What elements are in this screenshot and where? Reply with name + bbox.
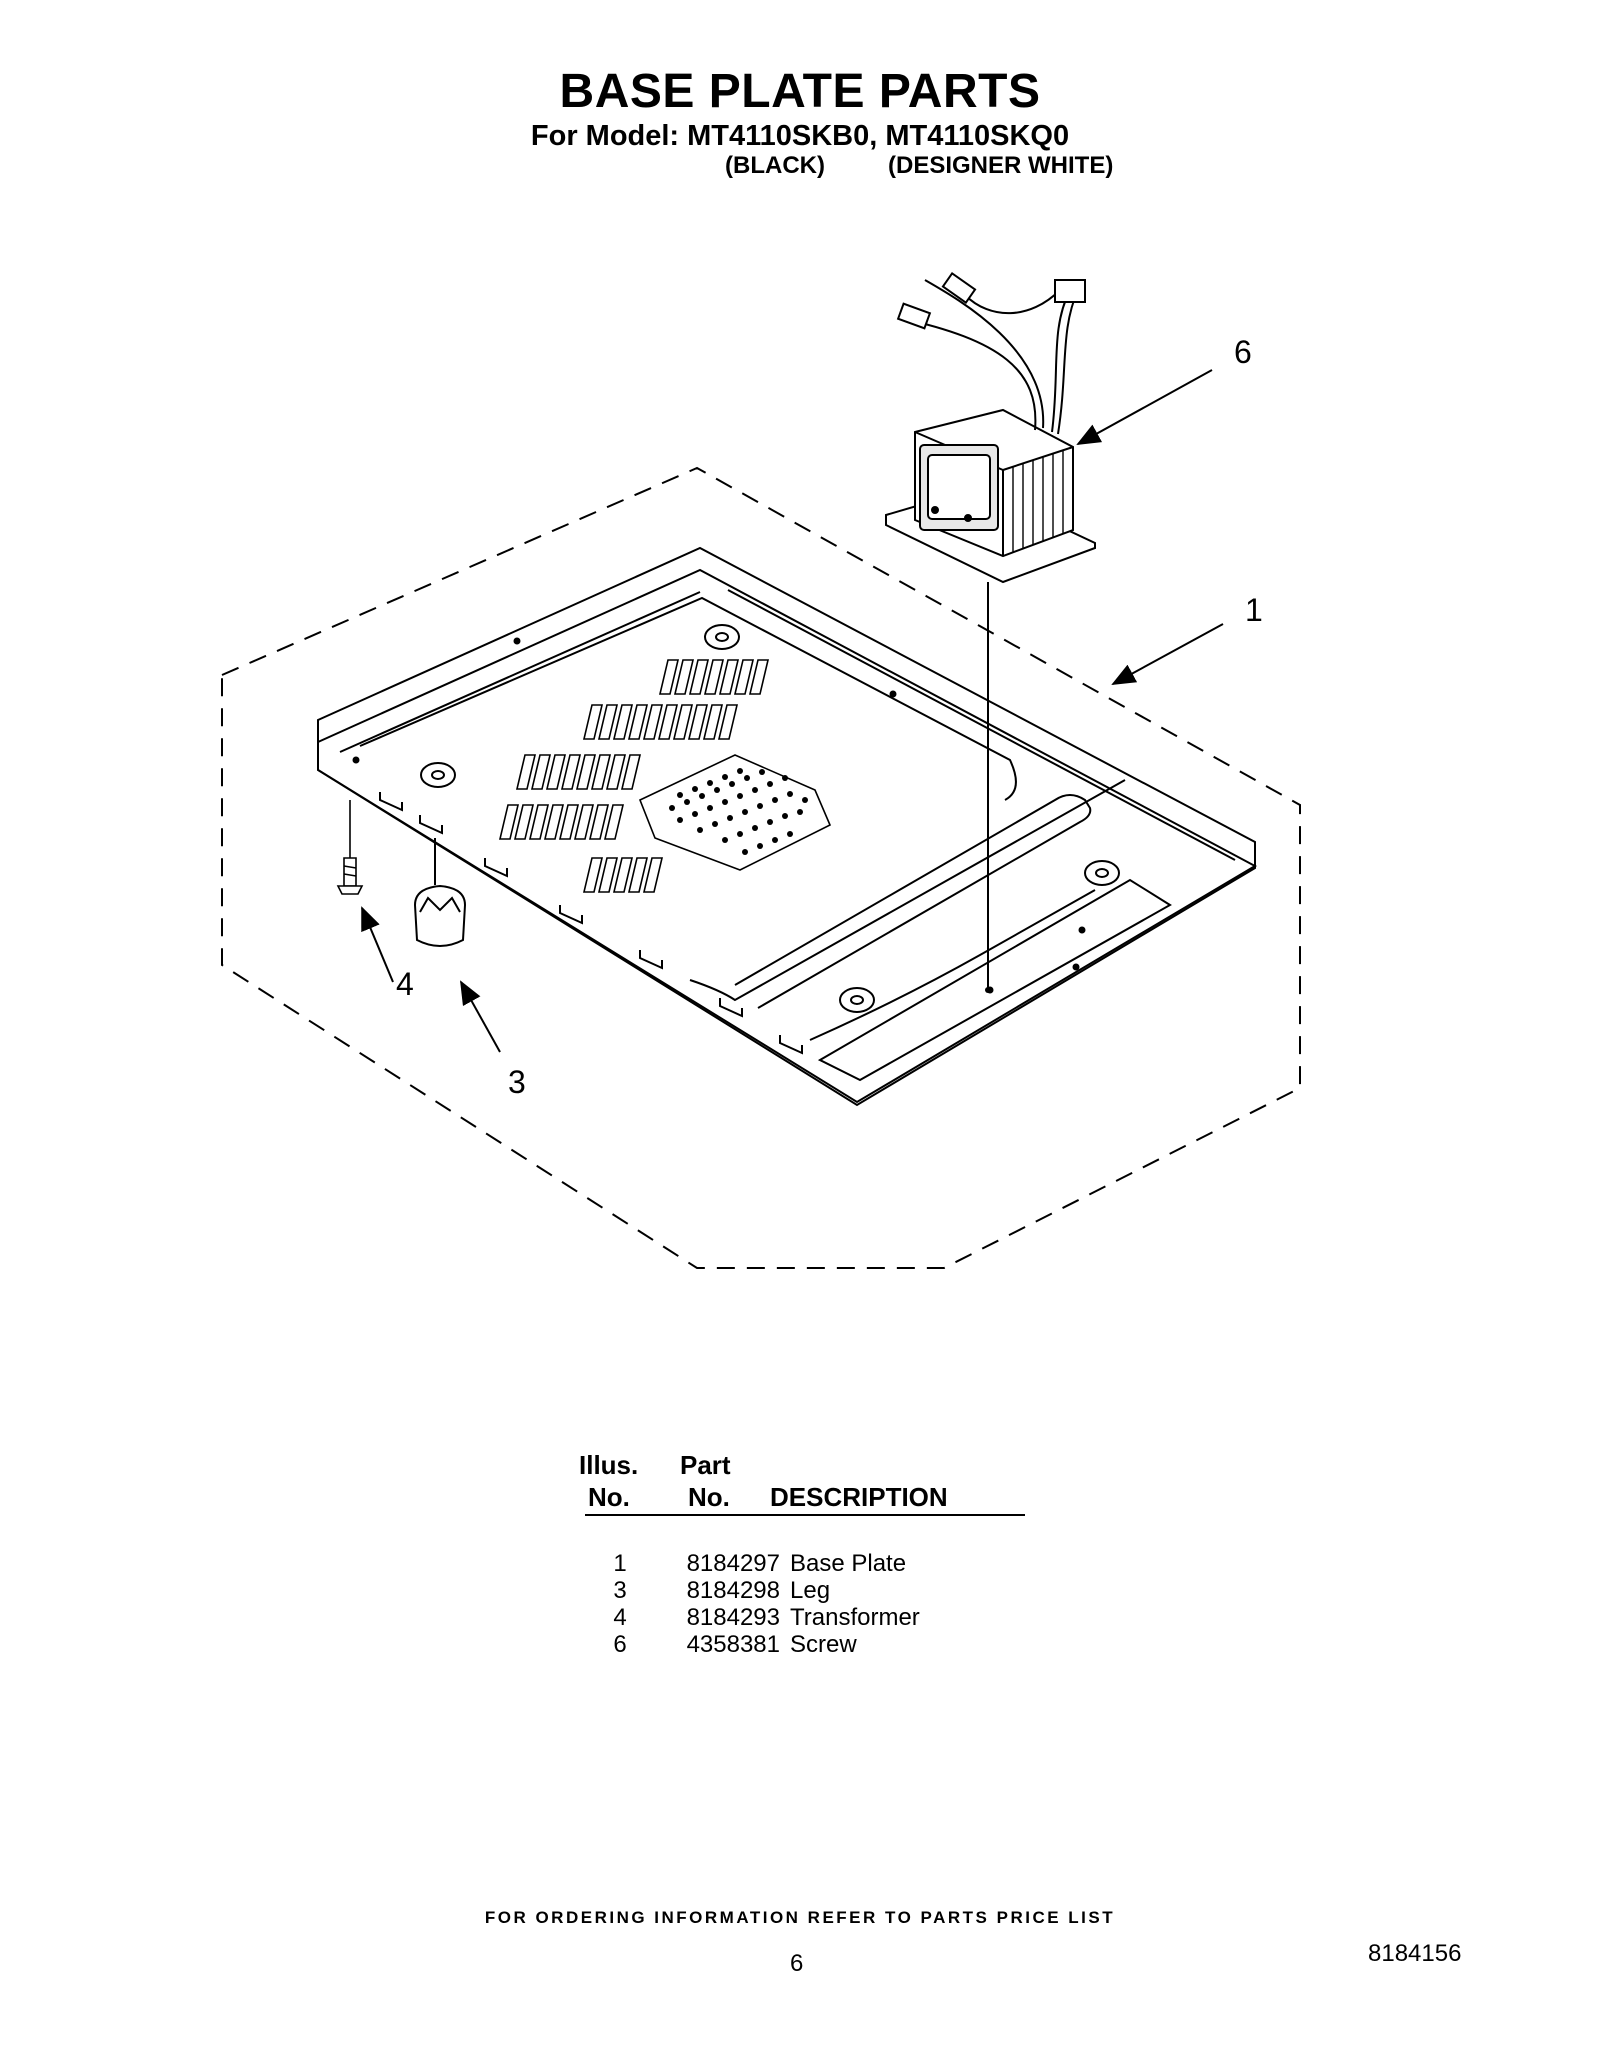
document-number: 8184156: [1368, 1940, 1462, 1967]
part-number: 4358381: [686, 1631, 780, 1658]
finish-designer-white: (DESIGNER WHITE): [888, 152, 1114, 179]
screw-illustration: [336, 800, 364, 895]
table-row: 4 8184293 Transformer: [585, 1604, 1025, 1631]
ordering-note: FOR ORDERING INFORMATION REFER TO PARTS …: [484, 1908, 1116, 1927]
callout-number-6: 4: [396, 966, 414, 1002]
part-number: 8184297: [686, 1550, 780, 1577]
illus-number: 4: [613, 1604, 627, 1631]
model-numbers: MT4110SKB0, MT4110SKQ0: [687, 120, 1070, 152]
transformer-illustration: [885, 408, 1096, 584]
callout-number-1: 1: [1245, 592, 1263, 628]
part-description: Transformer: [790, 1604, 920, 1631]
header-part-no: No.: [688, 1482, 730, 1512]
table-row: 6 4358381 Screw: [585, 1631, 1025, 1658]
assembly-boundary: [221, 466, 1301, 1269]
part-description: Leg: [790, 1577, 831, 1604]
transformer-wires: [896, 272, 1086, 435]
part-description: Screw: [790, 1631, 857, 1658]
finish-black: (BLACK): [725, 152, 825, 179]
model-label: For Model:: [530, 120, 680, 152]
callout-number-3: 3: [508, 1064, 526, 1100]
parts-table-header: Illus. No. Part No. DESCRIPTION: [579, 1450, 1025, 1516]
page-title: BASE PLATE PARTS: [559, 65, 1041, 118]
callout-number-4: 6: [1234, 334, 1252, 370]
header-description: DESCRIPTION: [770, 1482, 948, 1512]
page-number: 6: [790, 1950, 804, 1977]
illus-number: 1: [613, 1550, 627, 1577]
model-line: For Model:MT4110SKB0, MT4110SKQ0: [0, 120, 1600, 153]
header-part: Part: [680, 1450, 731, 1480]
table-row: 1 8184297 Base Plate: [585, 1550, 1025, 1577]
leg-illustration: [413, 838, 467, 947]
illus-number: 3: [613, 1577, 627, 1604]
part-number: 8184298: [686, 1577, 780, 1604]
header-illus-no: No.: [588, 1482, 630, 1512]
callout-leaders: [361, 369, 1224, 1053]
exploded-parts-diagram: [221, 272, 1301, 1269]
parts-table-body: 1 8184297 Base Plate 3 8184298 Leg 4 818…: [585, 1550, 1025, 1658]
header-illus: Illus.: [579, 1450, 639, 1480]
table-row: 3 8184298 Leg: [585, 1577, 1025, 1604]
part-description: Base Plate: [790, 1550, 907, 1577]
parts-table: Illus. No. Part No. DESCRIPTION 1 818429…: [579, 1450, 1025, 1658]
illus-number: 6: [613, 1631, 627, 1658]
part-number: 8184293: [686, 1604, 780, 1631]
base-plate-illustration: [317, 546, 1258, 1107]
